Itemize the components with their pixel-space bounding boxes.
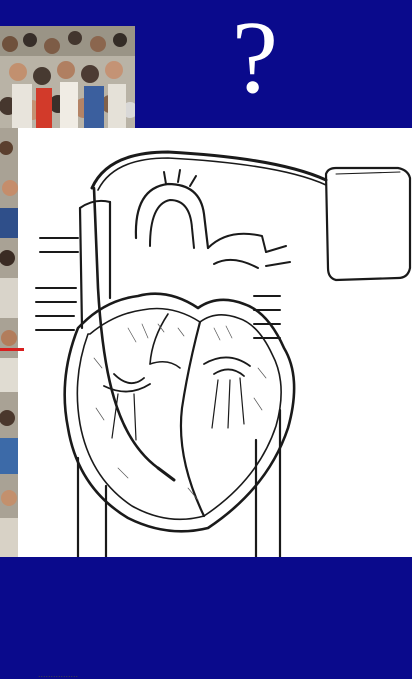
- heart-diagram-drawing: [18, 128, 412, 557]
- crowd-photo-image: [0, 26, 135, 128]
- crowd-photo-strip: [0, 128, 18, 557]
- red-marker: [0, 348, 24, 351]
- diagram-caption: ................: [38, 669, 78, 679]
- pacemaker-lead: [92, 152, 326, 190]
- crowd-photo: [0, 26, 135, 128]
- pacemaker-device: [326, 168, 410, 280]
- title-question-mark: ?: [200, 0, 310, 118]
- slide: ?: [0, 0, 412, 557]
- crowd-strip-image: [0, 128, 18, 557]
- heart-pacemaker-diagram: ................: [18, 128, 412, 557]
